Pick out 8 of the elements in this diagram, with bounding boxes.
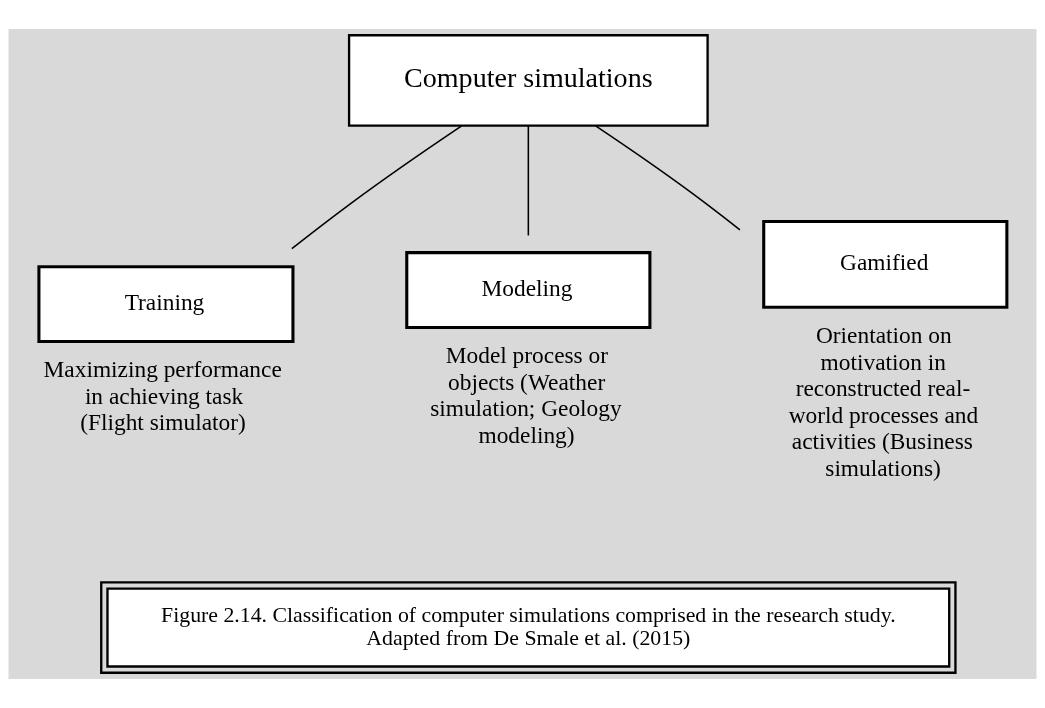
connector (594, 125, 741, 231)
connector (291, 125, 463, 250)
node-label: Model process or objects (Weather simulation; Geology modeling) (430, 342, 622, 448)
node-box: Figure 2.14. Classification of computer simulations comprised in the research study. Adapted from De Smale et al. (2015) (100, 581, 957, 674)
connector (527, 125, 530, 237)
node-box: Computer simulations (347, 34, 709, 127)
node-label: Orientation on motivation in reconstructed real-world processes and activities (Business simulations) (788, 322, 979, 481)
node-label: Maximizing performance in achieving task (Flight simulator) (43, 356, 282, 436)
